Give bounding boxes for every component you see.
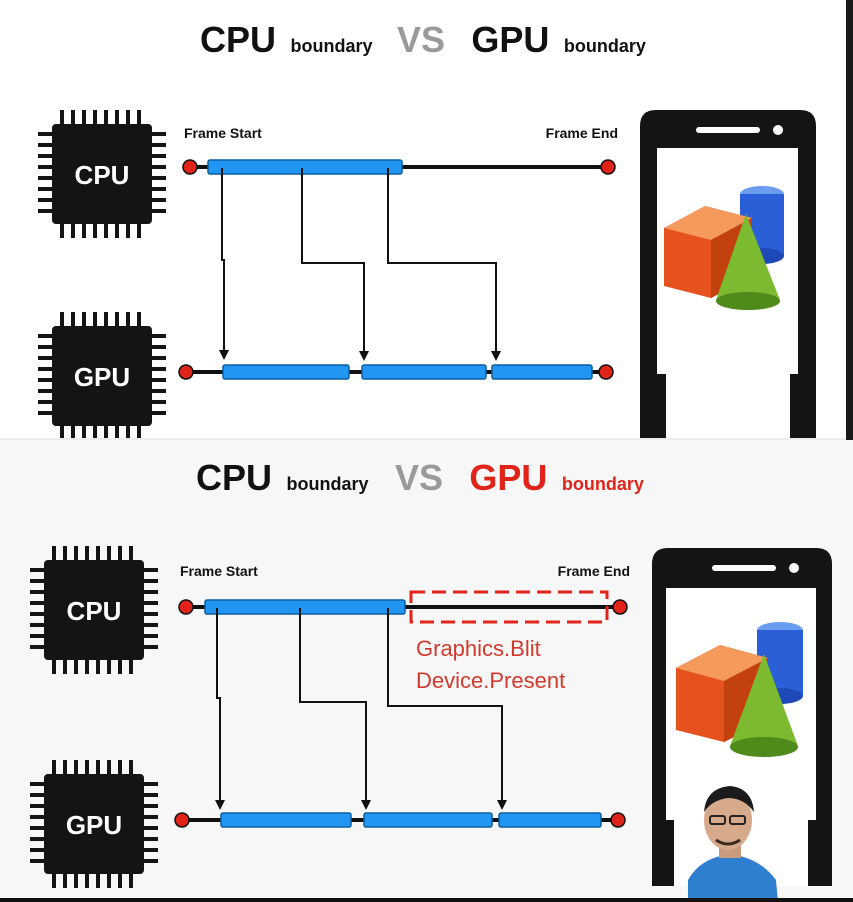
gpu-chip-icon: GPU bbox=[30, 760, 158, 888]
cpu-chip-label: CPU bbox=[67, 596, 122, 626]
gpu-timeline bbox=[174, 812, 626, 828]
3d-shapes-icon bbox=[676, 622, 803, 757]
chip-pins bbox=[30, 546, 158, 674]
gpu-work-bar bbox=[222, 364, 350, 380]
gpu-work-bar bbox=[361, 364, 487, 380]
diagram-top: CPU boundary VS GPU boundary CPU bbox=[38, 19, 816, 440]
title-gpu-sub: boundary bbox=[562, 474, 644, 494]
annotation-device-present: Device.Present bbox=[416, 668, 565, 693]
frame-end-label: Frame End bbox=[558, 563, 630, 579]
annotation-graphics-blit: Graphics.Blit bbox=[416, 636, 541, 661]
frame-start-marker bbox=[182, 159, 198, 175]
title: CPU boundary VS GPU boundary bbox=[200, 19, 646, 60]
title-vs: VS bbox=[397, 19, 445, 60]
chip-pins bbox=[30, 760, 158, 888]
title-cpu: CPU bbox=[200, 19, 276, 60]
title-cpu-sub: boundary bbox=[290, 36, 372, 56]
panel-cpu-vs-gpu-top: CPU boundary VS GPU boundary CPU bbox=[0, 0, 853, 440]
gpu-chip-label: GPU bbox=[74, 362, 130, 392]
frame-end-marker bbox=[598, 364, 614, 380]
title-cpu: CPU bbox=[196, 457, 272, 498]
frame-end-marker bbox=[600, 159, 616, 175]
gpu-work-bar bbox=[491, 364, 593, 380]
cpu-chip-icon: CPU bbox=[38, 110, 166, 238]
arrow-heads bbox=[215, 800, 507, 810]
frame-end-marker bbox=[612, 599, 628, 615]
title-gpu: GPU bbox=[471, 19, 549, 60]
frame-start-marker bbox=[178, 364, 194, 380]
gpu-work-bar bbox=[363, 812, 493, 828]
gpu-chip-icon: GPU bbox=[38, 312, 166, 440]
title-gpu: GPU bbox=[469, 457, 547, 498]
frame-start-label: Frame Start bbox=[184, 125, 262, 141]
cpu-chip-label: CPU bbox=[75, 160, 130, 190]
arrow-heads bbox=[219, 350, 501, 361]
title: CPU boundary VS GPU boundary bbox=[196, 457, 644, 498]
cpu-timeline bbox=[178, 599, 628, 615]
gpu-work-bar bbox=[498, 812, 602, 828]
title-gpu-sub: boundary bbox=[564, 36, 646, 56]
cpu-chip-icon: CPU bbox=[30, 546, 158, 674]
gpu-work-bar bbox=[220, 812, 352, 828]
gpu-timeline bbox=[178, 364, 614, 380]
cpu-work-bar bbox=[207, 159, 403, 175]
frame-end-label: Frame End bbox=[546, 125, 618, 141]
chip-pins bbox=[38, 312, 166, 440]
title-vs: VS bbox=[395, 457, 443, 498]
chip-pins bbox=[38, 110, 166, 238]
wait-region-highlight bbox=[409, 590, 609, 624]
phone-icon bbox=[652, 548, 832, 886]
panel-cpu-vs-gpu-bottom: CPU boundary VS GPU boundary CPU bbox=[0, 440, 853, 902]
frame-start-label: Frame Start bbox=[180, 563, 258, 579]
phone-icon bbox=[640, 110, 816, 438]
3d-shapes-icon bbox=[664, 186, 784, 310]
frame-edge-bottom bbox=[0, 898, 853, 902]
title-cpu-sub: boundary bbox=[286, 474, 368, 494]
cpu-timeline bbox=[182, 159, 616, 175]
gpu-chip-label: GPU bbox=[66, 810, 122, 840]
cpu-work-bar bbox=[204, 599, 406, 615]
presenter-video-icon bbox=[688, 786, 778, 902]
frame-start-marker bbox=[174, 812, 190, 828]
frame-end-marker bbox=[610, 812, 626, 828]
command-arrows bbox=[216, 608, 503, 802]
command-arrows bbox=[221, 168, 497, 352]
diagram-bottom: CPU boundary VS GPU boundary CPU bbox=[30, 457, 832, 902]
frame-start-marker bbox=[178, 599, 194, 615]
frame-edge bbox=[846, 0, 853, 440]
panel-divider bbox=[0, 438, 853, 441]
